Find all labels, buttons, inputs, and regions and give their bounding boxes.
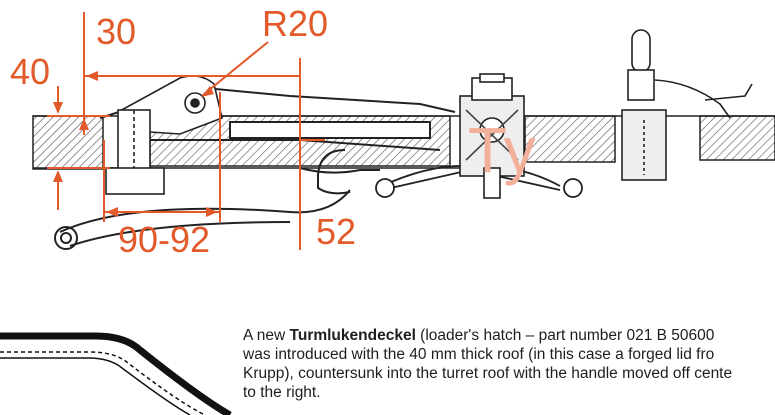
caption-text: A new Turmlukendeckel (loader's hatch – … — [243, 326, 775, 402]
spring-linkage — [375, 164, 583, 198]
caption-line-1: A new Turmlukendeckel (loader's hatch – … — [243, 326, 775, 345]
handle-assembly — [621, 29, 753, 181]
dimension-lines — [47, 12, 325, 250]
caption-line-1-prefix: A new — [243, 327, 290, 344]
locking-mechanism — [459, 73, 525, 199]
caption-line-4: to the right. — [243, 384, 321, 401]
lid-outline-illustration — [0, 332, 232, 415]
caption-term: Turmlukendeckel — [289, 327, 416, 344]
opened-hatch-arc — [54, 189, 351, 250]
dimension-arrows — [53, 71, 218, 217]
hinge-assembly — [105, 75, 223, 195]
watermark-text: Ty — [468, 114, 536, 186]
caption-line-2: was introduced with the 40 mm thick roof… — [243, 346, 715, 363]
dimension-40: 40 — [10, 51, 51, 92]
dimension-30: 30 — [96, 11, 137, 52]
caption-line-3: Krupp), countersunk into the turret roof… — [243, 365, 733, 382]
technical-drawing — [32, 12, 775, 250]
dimension-52: 52 — [316, 211, 357, 252]
dimension-r20: R20 — [262, 3, 329, 44]
caption-line-1-suffix: (loader's hatch – part number 021 B 5060… — [415, 327, 715, 344]
dimension-90-92: 90-92 — [118, 219, 211, 260]
